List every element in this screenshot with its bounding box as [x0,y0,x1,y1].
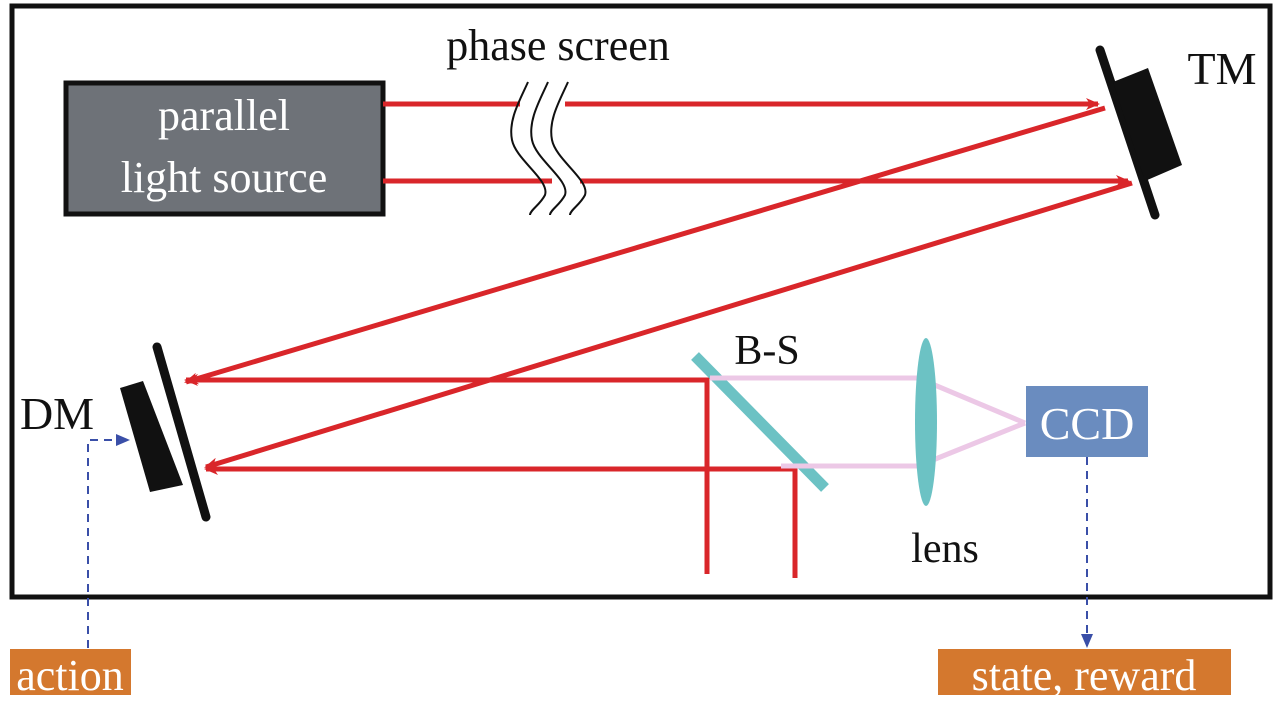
ccd-camera: CCD [1026,386,1148,457]
tm-label: TM [1188,43,1257,94]
lens-icon [915,338,937,506]
source-label-line1: parallel [158,91,290,140]
bs-label: B-S [734,328,799,374]
phase-screen-label: phase screen [446,21,670,70]
action-label: action [16,651,124,700]
source-label-line2: light source [121,153,328,202]
state-reward-label: state, reward [972,651,1197,700]
beam-tm-to-dm-lower [204,180,1133,470]
deformable-mirror [120,342,211,522]
phase-screen-icon [510,81,587,216]
action-arrow [87,434,130,648]
action-box: action [10,649,131,700]
state-reward-box: state, reward [938,649,1231,700]
beam-return-upper [184,374,710,574]
optical-table-frame [9,3,1273,600]
parallel-light-source: parallel light source [63,80,386,217]
return-beams [184,374,798,578]
lens-label: lens [911,526,979,572]
ccd-label: CCD [1040,398,1135,449]
beam-return-lower [204,463,798,578]
dm-label: DM [20,388,94,439]
reflected-beams [184,105,1133,470]
beam-tm-to-dm-upper [184,105,1106,385]
tip-tilt-mirror [1095,45,1182,220]
incoming-beams [383,98,1130,187]
